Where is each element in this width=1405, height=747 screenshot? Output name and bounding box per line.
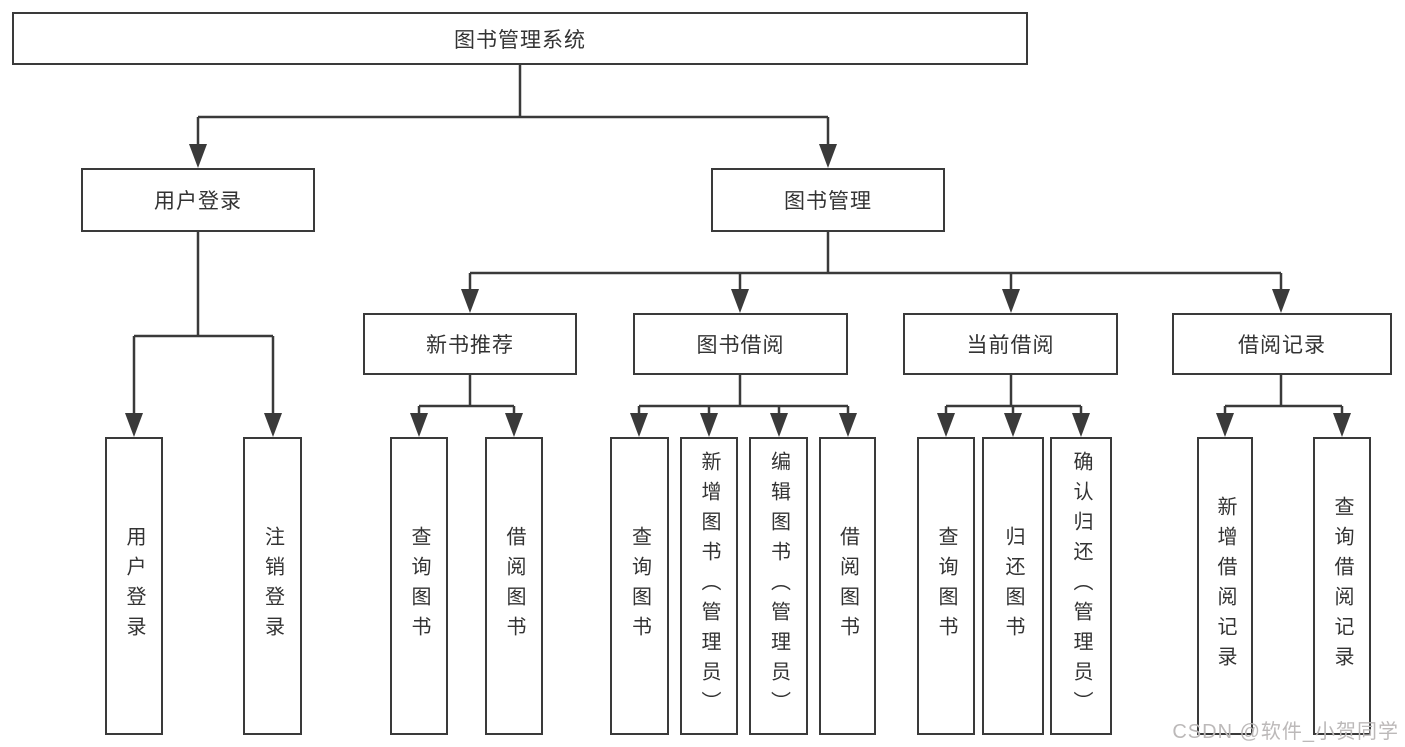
leaf-query-books-recommend: 查询图书 xyxy=(390,437,448,735)
node-label: 查询借阅记录 xyxy=(1331,496,1353,676)
node-book-management: 图书管理 xyxy=(711,168,945,232)
watermark: CSDN @软件_小贺同学 xyxy=(1172,721,1399,743)
node-label: 新书推荐 xyxy=(426,334,514,357)
leaf-edit-book-admin: 编辑图书（管理员） xyxy=(749,437,808,735)
node-new-book-recommend: 新书推荐 xyxy=(363,313,577,375)
node-label: 用户登录 xyxy=(123,526,145,646)
node-label: 确认归还（管理员） xyxy=(1070,451,1092,721)
node-label: 图书管理系统 xyxy=(454,28,586,52)
node-user-login: 用户登录 xyxy=(81,168,315,232)
node-label: 图书借阅 xyxy=(696,334,785,357)
leaf-user-login: 用户登录 xyxy=(105,437,163,735)
node-library-management-system: 图书管理系统 xyxy=(12,12,1028,65)
tree-edges xyxy=(132,65,1344,417)
leaf-query-books-borrow: 查询图书 xyxy=(610,437,669,735)
node-label: 用户登录 xyxy=(154,190,242,213)
node-label: 查询图书 xyxy=(628,526,651,646)
leaf-borrow-books-recommend: 借阅图书 xyxy=(485,437,543,735)
node-current-borrow: 当前借阅 xyxy=(903,313,1118,375)
leaf-borrow-books: 借阅图书 xyxy=(819,437,876,735)
leaf-query-borrow-record: 查询借阅记录 xyxy=(1313,437,1371,735)
leaf-confirm-return-admin: 确认归还（管理员） xyxy=(1050,437,1112,735)
node-label: 查询图书 xyxy=(935,526,957,646)
node-label: 查询图书 xyxy=(408,526,430,646)
leaf-add-book-admin: 新增图书（管理员） xyxy=(680,437,738,735)
node-label: 编辑图书（管理员） xyxy=(767,451,790,721)
leaf-logout: 注销登录 xyxy=(243,437,302,735)
node-label: 新增图书（管理员） xyxy=(698,451,720,721)
node-label: 归还图书 xyxy=(1002,526,1024,646)
node-label: 新增借阅记录 xyxy=(1214,496,1236,676)
node-borrow-records: 借阅记录 xyxy=(1172,313,1392,375)
leaf-return-book: 归还图书 xyxy=(982,437,1044,735)
node-label: 借阅记录 xyxy=(1238,334,1326,357)
node-label: 注销登录 xyxy=(261,526,284,646)
leaf-add-borrow-record: 新增借阅记录 xyxy=(1197,437,1253,735)
arrowheads xyxy=(125,144,1351,437)
node-label: 借阅图书 xyxy=(836,526,859,646)
leaf-query-books-current: 查询图书 xyxy=(917,437,975,735)
node-book-borrow: 图书借阅 xyxy=(633,313,848,375)
node-label: 图书管理 xyxy=(784,190,872,213)
node-label: 借阅图书 xyxy=(503,526,525,646)
node-label: 当前借阅 xyxy=(966,334,1055,357)
